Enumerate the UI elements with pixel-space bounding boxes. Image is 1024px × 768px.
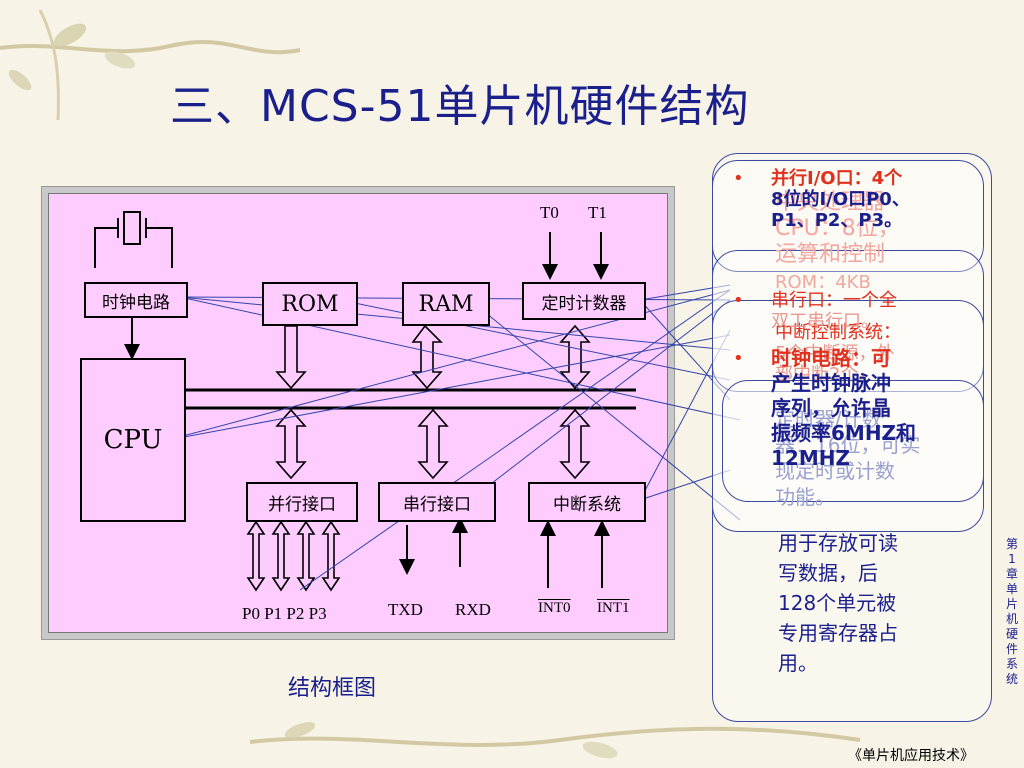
parallel-io-text: 并行I/O口：4个 8位的I/O口P0、 P1、P2、P3。 — [771, 168, 910, 231]
bubble-outline — [712, 160, 984, 272]
clock-circuit-box: 时钟电路 — [84, 282, 188, 318]
chapter-side-label: 第1章 单片机硬件系统 — [1005, 537, 1018, 686]
footer-book-title: 《单片机应用技术》 — [848, 748, 974, 764]
ports-label: P0 P1 P2 P3 — [242, 604, 327, 623]
serial-interface-box: 串行接口 — [378, 482, 496, 522]
t1-label: T1 — [588, 203, 607, 222]
ram-box: RAM — [402, 282, 490, 326]
cpu-box: CPU — [80, 358, 186, 522]
bubble-outline — [712, 153, 992, 722]
rxd-label: RXD — [455, 600, 491, 619]
diagram-caption: 结构框图 — [288, 676, 377, 701]
timer-faded-text: 定时器/计数 器：16位，可实 现定时或计数 功能。 — [775, 407, 921, 509]
vine-decoration-bottom — [249, 722, 861, 759]
timer-counter-box: 定时计数器 — [522, 282, 646, 320]
t0-label: T0 — [540, 203, 559, 222]
ram-text: 用于存放可读 写数据，后 128个单元被 专用寄存器占 用。 — [778, 531, 898, 675]
rom-box: ROM — [262, 282, 358, 326]
interrupt-text: 中断控制系统： 5个中断源，外 部中断2个。 — [775, 322, 901, 385]
serial-text: 串行口：一个全 双工串行口。 — [771, 290, 897, 332]
serial-bullet: • — [733, 290, 744, 311]
clock-bullet: • — [733, 348, 744, 369]
int0-label: INT0 — [538, 600, 571, 616]
vine-decoration-top — [0, 9, 301, 121]
parallel-io-bullet: • — [733, 168, 744, 189]
page-title: 三、MCS-51单片机硬件结构 — [170, 81, 750, 132]
bubble-outline — [722, 380, 984, 502]
bubble-outline — [712, 250, 984, 392]
rom-faded-text: ROM：4KB — [775, 272, 871, 293]
txd-label: TXD — [388, 600, 423, 619]
int1-label: INT1 — [597, 600, 630, 616]
clock-text: 时钟电路：可 产生时钟脉冲 序列，允许晶 振频率6MHZ和 12MHZ — [771, 346, 917, 470]
bubble-outline — [712, 300, 984, 532]
interrupt-system-box: 中断系统 — [528, 482, 646, 522]
cpu-faded-text: 中央处理器 CPU：8位， 运算和控制 — [775, 190, 900, 267]
parallel-interface-box: 并行接口 — [246, 482, 358, 522]
crystal-oscillator-icon — [94, 211, 173, 268]
